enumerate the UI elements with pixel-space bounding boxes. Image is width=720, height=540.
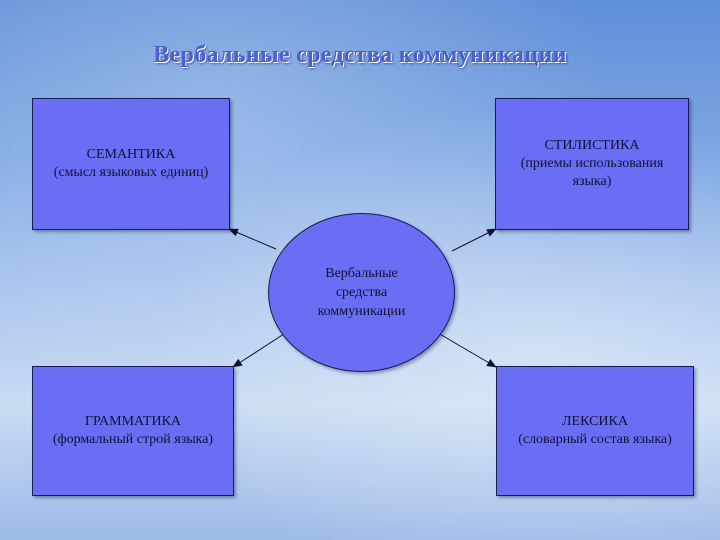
arrow-to-lexicon bbox=[437, 332, 497, 368]
lexicon-box: ЛЕКСИКА (словарный состав языка) bbox=[496, 366, 694, 496]
arrow-to-grammar bbox=[232, 331, 288, 368]
grammar-heading: ГРАММАТИКА bbox=[84, 414, 182, 429]
center-circle: Вербальные средства коммуникации bbox=[268, 213, 455, 372]
arrow-to-semantics bbox=[228, 228, 277, 250]
grammar-description: (формальный строй языка) bbox=[52, 432, 214, 447]
stylistics-box: СТИЛИСТИКА (приемы использования языка) bbox=[495, 98, 689, 230]
slide-title: Вербальные средства коммуникации bbox=[153, 42, 567, 68]
semantics-box: СЕМАНТИКА (смысл языковых единиц) bbox=[32, 98, 230, 230]
center-label: Вербальные средства коммуникации bbox=[317, 266, 406, 319]
stylistics-heading: СТИЛИСТИКА bbox=[544, 138, 640, 153]
lexicon-description: (словарный состав языка) bbox=[518, 432, 672, 447]
semantics-description: (смысл языковых единиц) bbox=[53, 165, 209, 180]
semantics-heading: СЕМАНТИКА bbox=[86, 147, 176, 162]
stylistics-description: (приемы использования языка) bbox=[520, 156, 664, 189]
grammar-box: ГРАММАТИКА (формальный строй языка) bbox=[32, 366, 234, 496]
lexicon-heading: ЛЕКСИКА bbox=[562, 414, 628, 429]
arrow-to-stylistics bbox=[451, 228, 497, 252]
